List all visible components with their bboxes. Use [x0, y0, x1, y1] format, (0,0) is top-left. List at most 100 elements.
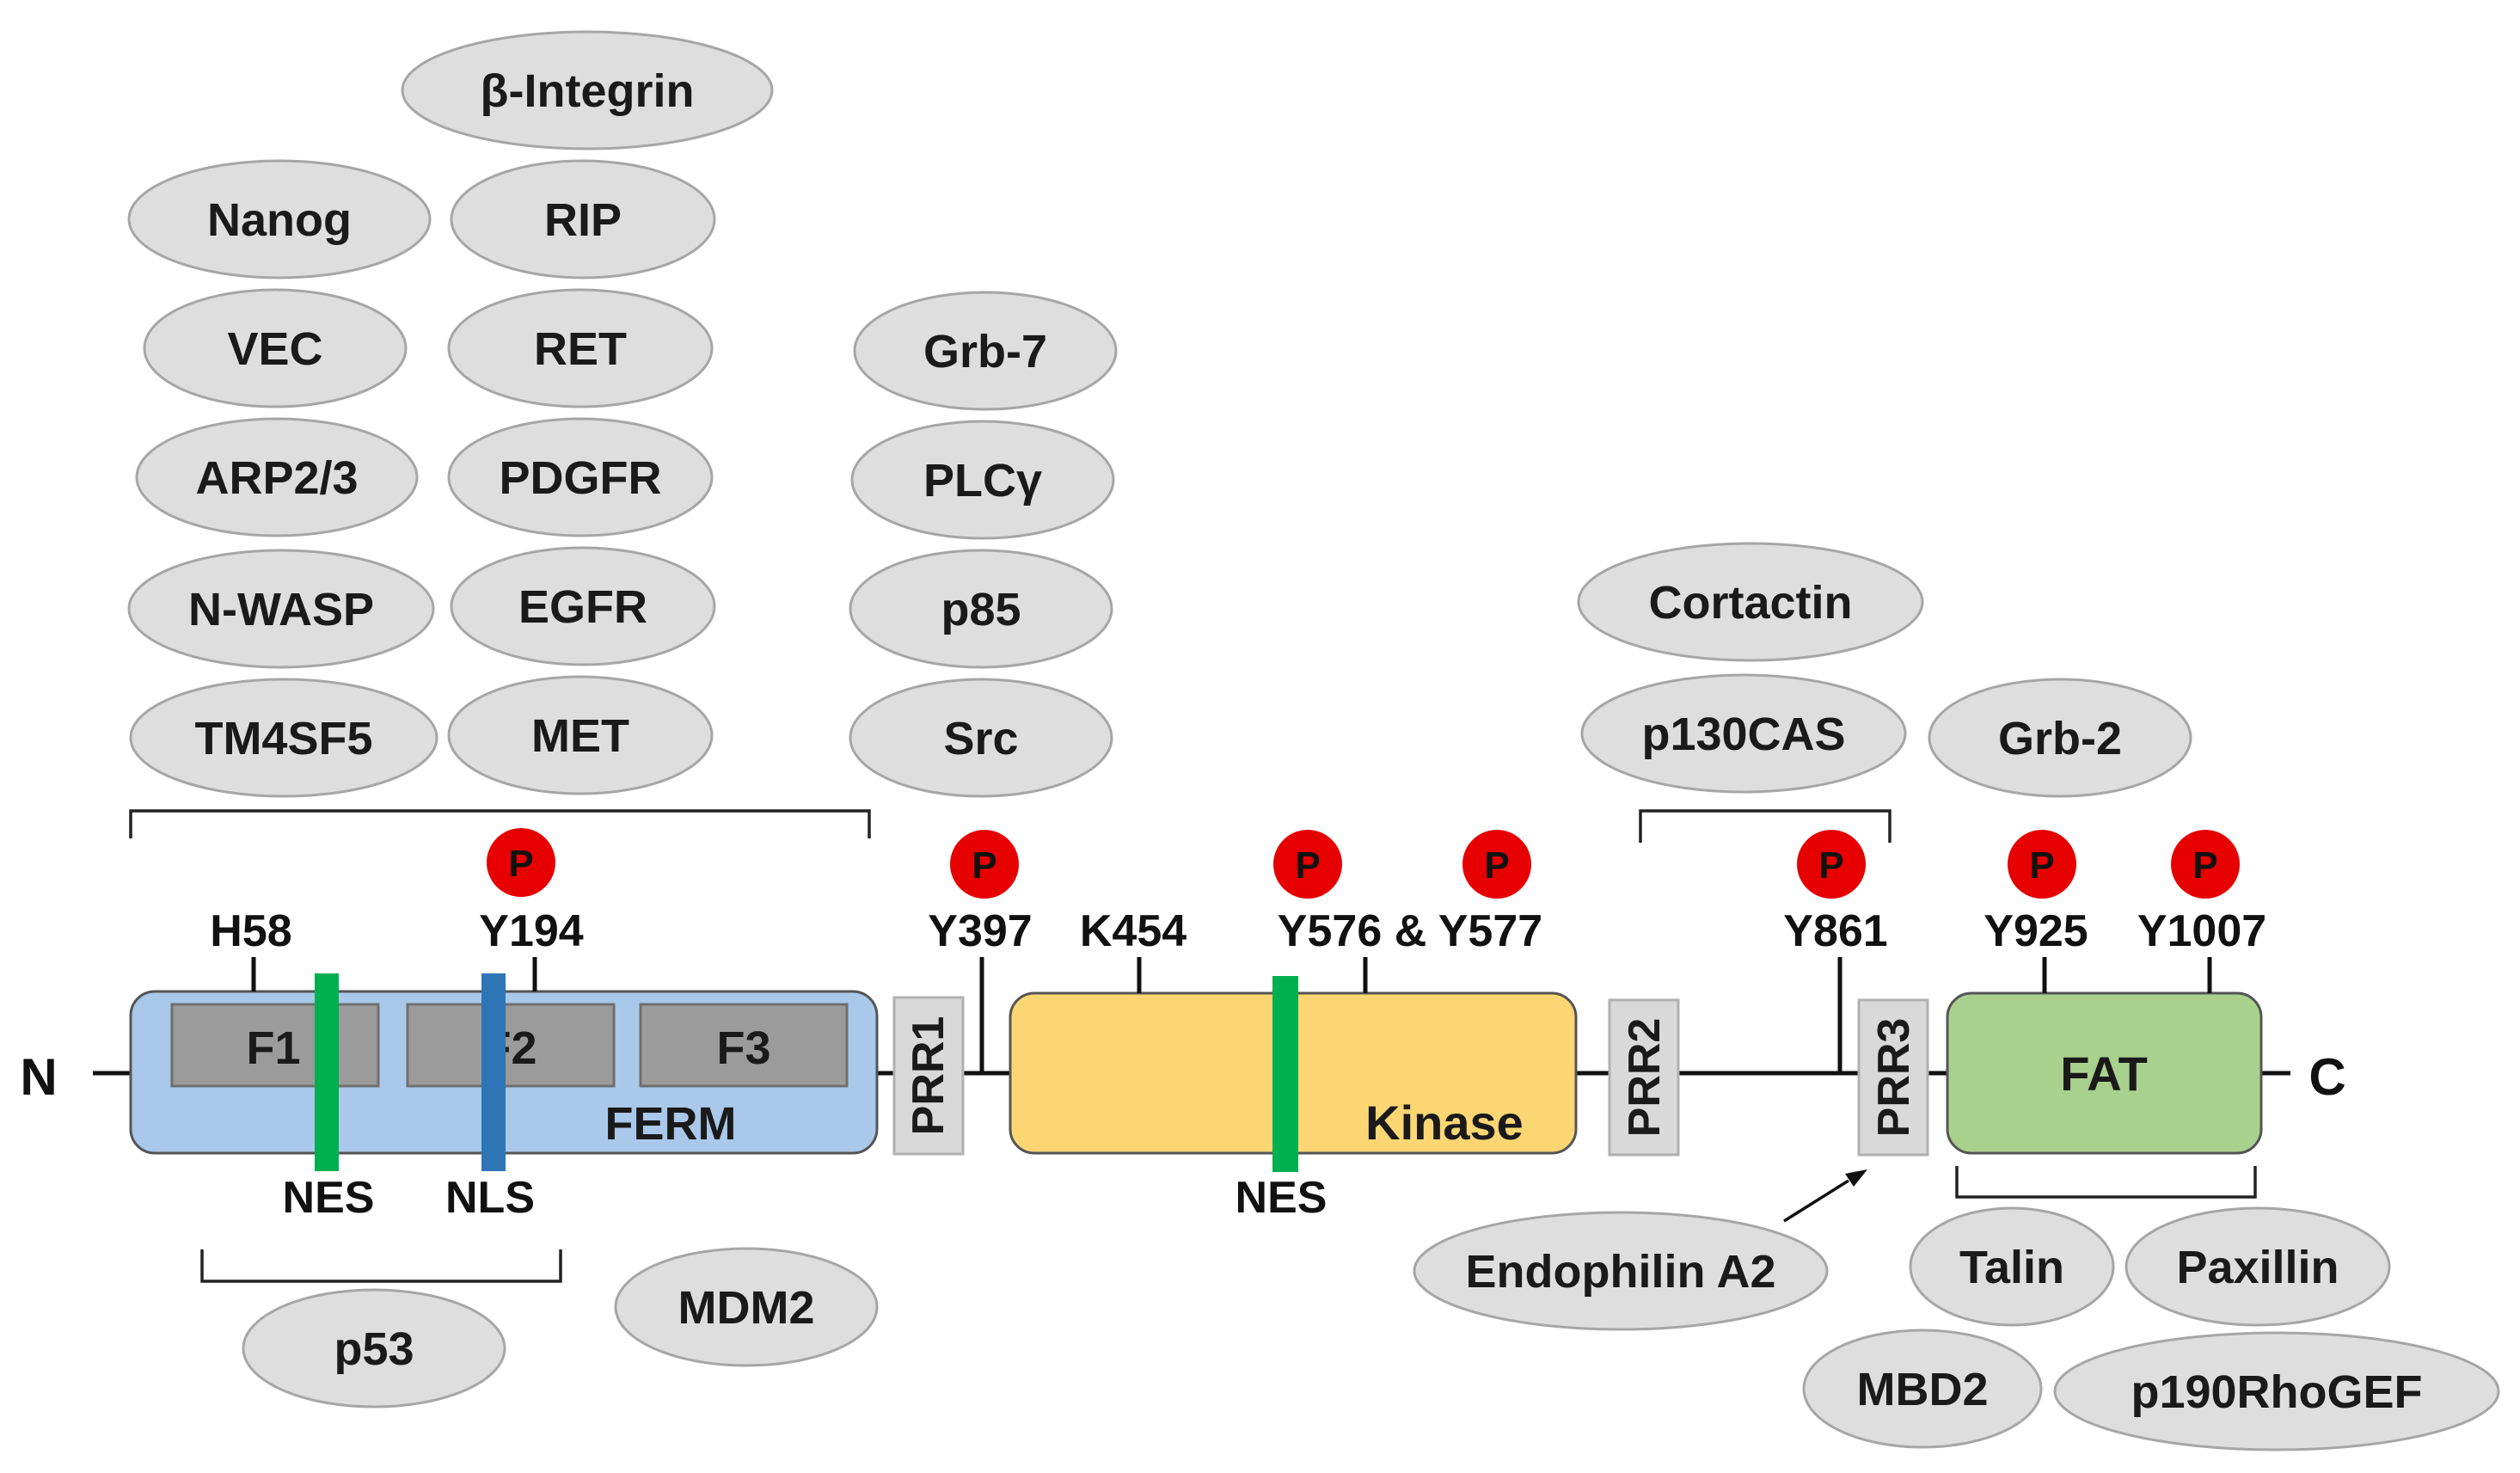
phospho-circle	[950, 830, 1019, 899]
phospho-marker-y861: P	[1797, 830, 1866, 899]
binder-oval-cortactin	[1577, 542, 1924, 662]
binder-label-vec: VEC	[227, 323, 322, 375]
prr1-label: PRR1	[904, 1016, 953, 1136]
phospho-marker-y1007: P	[2171, 830, 2240, 899]
binder-label-arp23: ARP2/3	[195, 452, 358, 504]
phospho-marker-y925: P	[2008, 830, 2076, 899]
h58-site-label: H58	[210, 906, 291, 956]
binder-label-p190rhogef: p190RhoGEF	[2131, 1366, 2422, 1418]
phospho-label: P	[1484, 844, 1509, 887]
binder-label-nanog: Nanog	[207, 194, 352, 246]
kinase-nes-marker	[1272, 976, 1298, 1172]
binder-oval-vec	[143, 288, 408, 408]
prr3-box	[1857, 998, 1929, 1157]
phospho-label: P	[1818, 844, 1843, 887]
binder-label-paxillin: Paxillin	[2176, 1242, 2339, 1293]
phospho-circle	[2008, 830, 2076, 899]
binder-label-egfr: EGFR	[518, 581, 647, 633]
prr-binders: Cortactin p130CAS Grb-2	[1577, 542, 2192, 798]
binder-oval-paxillin	[2125, 1206, 2391, 1327]
phospho-circle	[487, 828, 555, 897]
arrow-head	[1845, 1169, 1867, 1187]
binder-label-mbd2: MBD2	[1856, 1364, 1988, 1415]
binder-label-nwasp: N-WASP	[188, 584, 374, 635]
phospho-label: P	[2029, 844, 2054, 887]
y397-binders: Grb-7 PLCγ p85 Src	[849, 291, 1118, 798]
binder-label-p130cas: p130CAS	[1641, 709, 1845, 760]
phospho-circle	[1462, 830, 1531, 899]
endophilin-arrow	[1783, 1169, 1867, 1223]
binder-label-tm4sf5: TM4SF5	[194, 713, 372, 764]
binder-oval-talin	[1909, 1206, 2115, 1327]
binder-oval-beta-integrin	[401, 30, 774, 150]
ferm-nes-label: NES	[283, 1173, 375, 1223]
binder-oval-egfr	[450, 546, 716, 666]
phospho-label: P	[2192, 844, 2217, 887]
ferm-binders-column-2: β-Integrin RIP RET PDGFR EGFR MET	[401, 30, 774, 795]
binder-oval-mbd2	[1802, 1329, 2043, 1449]
binder-oval-rip	[450, 159, 716, 279]
binder-oval-p190rhogef	[2053, 1331, 2500, 1452]
kinase-domain: Kinase	[1009, 976, 1578, 1172]
prr1-box	[892, 996, 965, 1156]
y194-site-label: Y194	[479, 906, 584, 956]
binder-oval-met	[447, 675, 714, 795]
binder-oval-endophilin-a2	[1413, 1211, 1829, 1331]
k454-site-label: K454	[1080, 906, 1186, 956]
phospho-circle	[1273, 830, 1342, 899]
prr-binding-bracket	[1639, 809, 1892, 843]
fat-binding-bracket	[1955, 1166, 2257, 1199]
binder-oval-nanog	[127, 159, 432, 279]
prr2-box	[1608, 998, 1680, 1157]
phospho-marker-y576: P	[1273, 830, 1342, 899]
nls-marker	[481, 973, 506, 1171]
prr3-label: PRR3	[1869, 1018, 1919, 1138]
binder-label-ret: RET	[534, 323, 627, 375]
f1-subdomain-label: F1	[246, 1022, 300, 1074]
binder-oval-ret	[447, 288, 714, 408]
binder-oval-p85	[849, 549, 1113, 669]
y397-site-label: Y397	[928, 906, 1032, 956]
kinase-domain-label: Kinase	[1365, 1096, 1524, 1150]
binder-oval-p130cas	[1580, 673, 1907, 794]
binder-label-plcgamma: PLCγ	[923, 455, 1042, 506]
binder-label-rip: RIP	[544, 194, 622, 246]
p53-binding-bracket	[200, 1249, 562, 1283]
ferm-binding-bracket	[129, 809, 871, 838]
nls-label: NLS	[445, 1173, 535, 1223]
binder-oval-arp23	[135, 417, 419, 537]
binder-label-beta-integrin: β-Integrin	[481, 65, 695, 117]
f3-subdomain-label: F3	[716, 1022, 770, 1074]
binder-label-mdm2: MDM2	[678, 1282, 815, 1334]
binder-oval-tm4sf5	[129, 678, 438, 798]
ferm-domain-label: FERM	[605, 1098, 737, 1150]
phospho-circle	[2171, 830, 2240, 899]
y1007-site-label: Y1007	[2137, 906, 2266, 956]
y861-site-label: Y861	[1783, 906, 1887, 956]
binder-label-src: Src	[943, 713, 1018, 764]
binder-oval-mdm2	[614, 1247, 879, 1367]
binder-label-cortactin: Cortactin	[1648, 577, 1852, 629]
binder-oval-nwasp	[127, 549, 435, 669]
phospho-label: P	[508, 843, 533, 885]
y925-site-label: Y925	[1984, 906, 2088, 956]
n-terminus-label: N	[20, 1048, 57, 1106]
phospho-marker-y577: P	[1462, 830, 1531, 899]
ferm-nes-marker	[315, 973, 339, 1171]
f2-subdomain-box	[406, 1003, 616, 1088]
phospho-marker-y194: P	[487, 828, 555, 897]
y576-y577-site-label: Y576 & Y577	[1278, 906, 1542, 956]
ferm-domain: F1 F2 F3 FERM	[129, 973, 879, 1171]
binder-label-p53: p53	[334, 1323, 414, 1375]
kinase-nes-label: NES	[1235, 1173, 1327, 1223]
phospho-label: P	[972, 844, 996, 887]
binder-oval-grb7	[853, 291, 1118, 411]
binder-label-endophilin-a2: Endophilin A2	[1466, 1246, 1776, 1298]
binder-label-p85: p85	[941, 584, 1021, 635]
fat-domain-box	[1946, 991, 2263, 1155]
ferm-binders-column-1: Nanog VEC ARP2/3 N-WASP TM4SF5	[127, 159, 438, 798]
lower-binders: p53 MDM2 Endophilin A2 Talin Paxillin MB…	[242, 1206, 2500, 1452]
phospho-label: P	[1295, 844, 1320, 887]
binder-oval-plcgamma	[850, 420, 1115, 540]
